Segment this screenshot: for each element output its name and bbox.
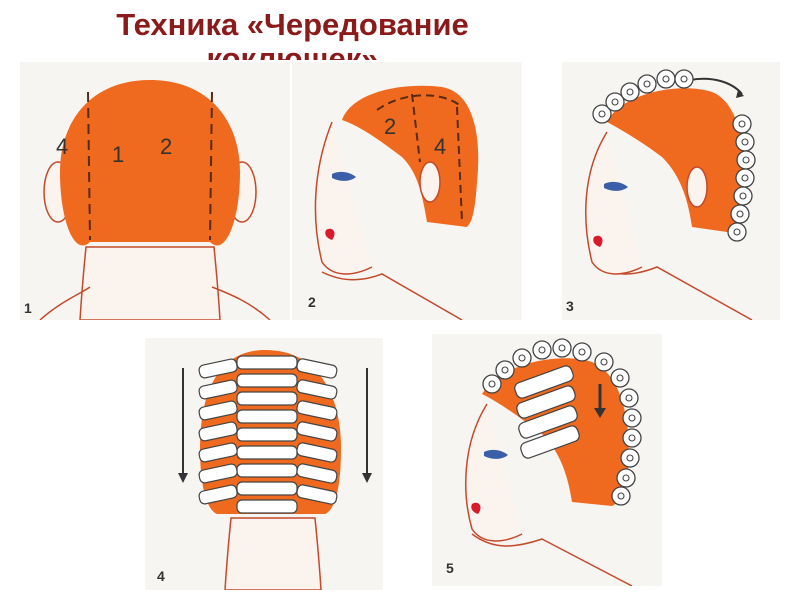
zone-label: 4 [434, 134, 447, 159]
panel-5-rollers-side: 5 [432, 334, 662, 586]
panel-3-rollers-crown: 3 [562, 62, 780, 320]
panel-number: 5 [446, 560, 454, 576]
zone-label: 2 [384, 114, 397, 139]
rollers-crown-illustration [585, 69, 756, 320]
rollers-back-illustration [178, 350, 372, 590]
title-line-1: Техника «Чередование [116, 7, 469, 42]
zone-label: 1 [112, 142, 125, 167]
page-title: Техника «Чередование коклюшек» [0, 7, 585, 61]
title-line-2: коклюшек» [206, 42, 379, 60]
panel-2-side-view: 2 4 2 [292, 62, 522, 320]
panel-number: 4 [157, 568, 165, 584]
panel-number: 2 [308, 294, 316, 310]
back-view-illustration [39, 80, 271, 320]
panel-4-rollers-back: 4 [145, 338, 383, 590]
panel-1-back-view: 4 1 2 1 [20, 62, 290, 320]
zone-label: 4 [56, 134, 69, 159]
zone-label: 2 [160, 134, 173, 159]
side-view-illustration [314, 85, 479, 320]
panel-number: 1 [24, 300, 32, 316]
rollers-side-illustration [465, 338, 642, 586]
panel-number: 3 [566, 298, 574, 314]
